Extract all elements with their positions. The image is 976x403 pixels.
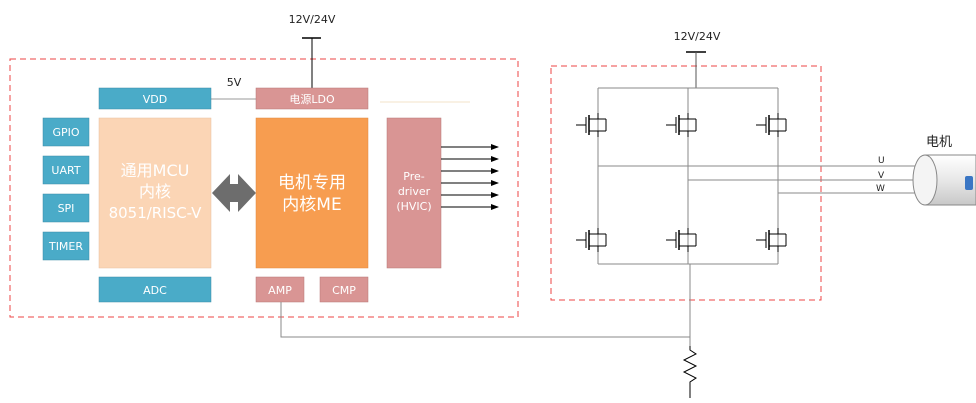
mcu-core-line2: 内核: [139, 182, 171, 201]
chip-boundary: [9, 58, 519, 318]
gate-drive-arrows: [441, 144, 499, 210]
mosfet-q6: [756, 228, 787, 252]
vdd-label: VDD: [143, 93, 167, 106]
ldo-label: 电源LDO: [289, 92, 335, 106]
bridge-wiring: [597, 87, 920, 346]
adc-block: ADC: [98, 276, 212, 303]
predriver-line2: driver: [398, 185, 431, 198]
me-core-block: 电机专用 内核ME: [255, 117, 369, 269]
adc-label: ADC: [143, 284, 167, 297]
mcu-core-line3: 8051/RISC-V: [109, 204, 203, 222]
spi-label: SPI: [58, 202, 75, 215]
motor-title: 电机: [926, 135, 952, 150]
cmp-label: CMP: [332, 284, 356, 297]
mosfet-switches: [576, 113, 787, 252]
predriver-line1: Pre-: [403, 170, 424, 183]
mosfet-q3: [666, 113, 697, 137]
mcu-core-line1: 通用MCU: [121, 161, 190, 180]
spi-block: SPI: [42, 193, 90, 223]
amp-block: AMP: [255, 276, 305, 303]
phase-u-label: U: [878, 156, 885, 166]
me-core-line2: 内核ME: [282, 195, 341, 215]
shunt-resistor: [682, 346, 698, 398]
vdd-block: VDD: [98, 87, 212, 110]
mosfet-q2: [576, 228, 607, 252]
motor-icon: [912, 154, 976, 206]
timer-block: TIMER: [42, 231, 90, 261]
supply-label-right: 12V/24V: [674, 30, 721, 43]
mosfet-q1: [576, 113, 607, 137]
uart-label: UART: [51, 164, 80, 177]
phase-v-label: V: [878, 171, 885, 181]
gpio-block: GPIO: [42, 117, 90, 147]
timer-label: TIMER: [48, 240, 83, 253]
amp-label: AMP: [268, 284, 292, 297]
ldo-block: 电源LDO: [255, 87, 369, 110]
cmp-block: CMP: [319, 276, 369, 303]
me-core-line1: 电机专用: [278, 173, 346, 193]
uart-block: UART: [42, 155, 90, 185]
supply-label-left: 12V/24V: [289, 13, 336, 26]
gpio-label: GPIO: [52, 126, 79, 139]
inverter-boundary: [550, 65, 822, 301]
mcu-core-block: 通用MCU 内核 8051/RISC-V: [98, 117, 212, 269]
ldo-output-label: 5V: [227, 76, 242, 89]
phase-w-label: W: [876, 184, 885, 194]
core-bus-double-arrow: [212, 174, 256, 212]
current-sense-wire: [280, 302, 690, 338]
mosfet-q4: [666, 228, 697, 252]
predriver-line3: (HVIC): [396, 200, 431, 213]
mosfet-q5: [756, 113, 787, 137]
predriver-block: Pre- driver (HVIC): [386, 117, 442, 269]
